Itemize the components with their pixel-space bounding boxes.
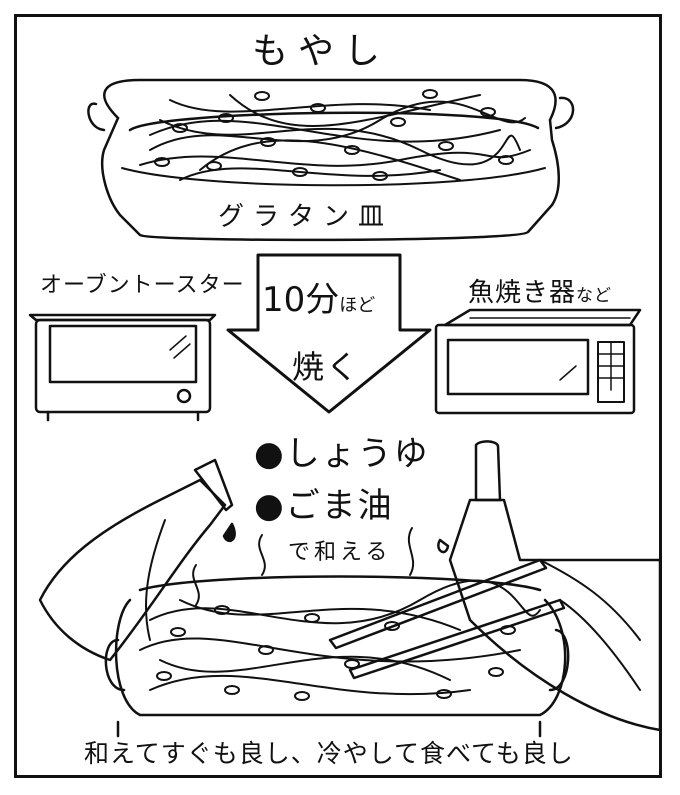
chopsticks-icon [328,558,641,691]
seasoning-sesame-oil: ●ごま油 [254,486,394,526]
bake-time-suffix: ほど [339,295,376,316]
seasoning-soy: ●しょうゆ [254,434,430,474]
grill-suffix: など [576,286,613,306]
grill-label: 魚焼き器など [468,272,612,309]
bake-time: 10分ほど [262,272,375,321]
steam-lines [192,527,415,606]
illustration-frame [14,14,662,778]
bake-action: 焼く [292,348,361,386]
bean-sprouts-bottom [139,579,541,701]
bake-time-value: 10分 [262,280,340,320]
footer-caption: 和えてすぐも良し、冷やして食べても良し [84,739,574,768]
toaster-oven-icon [28,313,217,422]
bean-sprouts-top [139,89,531,181]
dish-label: グラタン皿 [218,202,394,232]
down-arrow [226,253,432,414]
oven-label: オーブントースター [40,273,245,298]
grill-name: 魚焼き器 [468,278,577,308]
title: もやし [252,31,391,72]
sesame-oil-bottle-icon [437,440,662,732]
gratin-dish-top [87,78,575,242]
fish-grill-icon [434,308,642,415]
soy-sauce-bottle-icon [38,458,236,662]
mix-label: で和える [288,540,392,565]
